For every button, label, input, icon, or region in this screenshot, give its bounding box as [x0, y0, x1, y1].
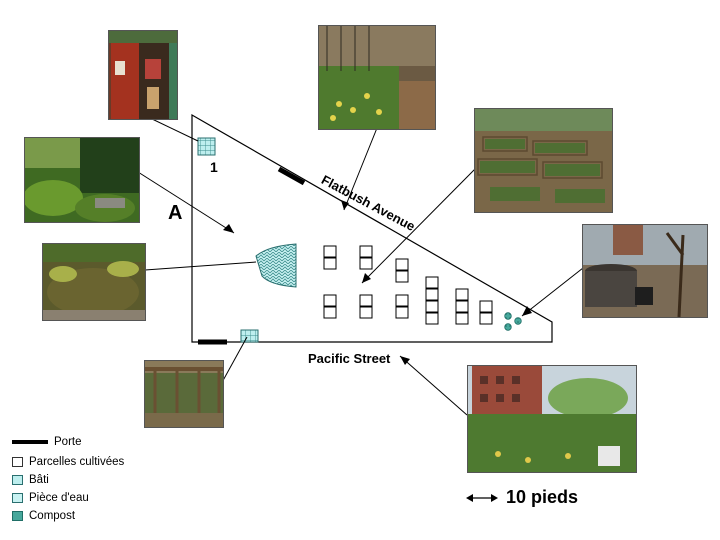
compost-bin	[514, 317, 522, 325]
plot	[425, 300, 439, 313]
entrance-label-a: A	[168, 202, 183, 224]
plot	[359, 306, 373, 319]
scale-arrow	[466, 494, 498, 502]
plot-swatch	[12, 457, 23, 467]
plot	[425, 276, 439, 289]
plot	[395, 306, 409, 319]
plot	[359, 294, 373, 307]
photo-ferns-image	[25, 138, 139, 222]
photo-daffodils	[318, 25, 436, 130]
legend-plots-label: Parcelles cultivées	[29, 456, 125, 468]
photo-garden-view	[467, 365, 637, 473]
legend-water: Pièce d'eau	[12, 492, 89, 504]
built-structure-1	[197, 137, 216, 156]
legend-compost: Compost	[12, 510, 75, 522]
legend-door: Porte	[12, 436, 82, 448]
legend-water-label: Pièce d'eau	[29, 492, 89, 504]
door-swatch	[12, 440, 48, 444]
built-structure-2	[240, 329, 259, 343]
arrowhead	[223, 224, 234, 233]
arrowhead	[522, 306, 532, 316]
plots	[323, 245, 493, 325]
arrowhead	[362, 273, 371, 283]
plot	[323, 306, 337, 319]
plot	[323, 245, 337, 258]
plot	[455, 300, 469, 313]
leader-line	[219, 336, 248, 387]
water-swatch	[12, 493, 23, 503]
leader-line	[149, 117, 199, 142]
leader-line	[521, 267, 584, 317]
photo-compost-bins	[582, 224, 708, 318]
leader-line	[361, 167, 477, 284]
compost-bin	[504, 312, 512, 320]
label-1: 1	[210, 159, 218, 175]
leader-line	[343, 127, 378, 211]
leader-lines	[137, 117, 584, 416]
photo-pergola	[144, 360, 224, 428]
photo-garden-shed	[108, 30, 178, 120]
arrowhead	[400, 356, 410, 365]
plot	[323, 294, 337, 307]
legend-plots: Parcelles cultivées	[12, 456, 124, 468]
photo-ferns	[24, 137, 140, 223]
plot	[395, 258, 409, 271]
plot	[425, 312, 439, 325]
photo-pond	[42, 243, 146, 321]
plot	[359, 257, 373, 270]
street-label-pacific: Pacific Street	[308, 351, 391, 366]
photo-raised-beds-image	[475, 109, 612, 212]
compost-group	[504, 312, 522, 331]
compost-swatch	[12, 511, 23, 521]
plot	[455, 288, 469, 301]
plot	[395, 294, 409, 307]
plot	[455, 312, 469, 325]
leader-line	[144, 261, 257, 271]
plot	[395, 270, 409, 283]
photo-pergola-image	[145, 361, 223, 427]
photo-garden-shed-image	[109, 31, 177, 119]
photo-daffodils-image	[319, 26, 435, 129]
built-swatch	[12, 475, 23, 485]
plot	[323, 257, 337, 270]
photo-compost-bins-image	[583, 225, 707, 317]
photo-garden-view-image	[468, 366, 636, 472]
legend-built-label: Bâti	[29, 474, 49, 486]
scale-label: 10 pieds	[506, 487, 579, 507]
photo-pond-image	[43, 244, 145, 320]
plot	[359, 245, 373, 258]
legend-compost-label: Compost	[29, 510, 76, 522]
arrowhead	[341, 200, 349, 210]
door-flatbush	[277, 166, 306, 186]
photo-raised-beds	[474, 108, 613, 213]
plot	[425, 288, 439, 301]
plot	[479, 312, 493, 325]
arrowheads	[223, 200, 532, 365]
leader-line	[137, 171, 235, 234]
pond	[255, 243, 297, 288]
plot	[479, 300, 493, 313]
compost-bin	[504, 323, 512, 331]
legend-door-label: Porte	[54, 436, 82, 448]
leader-line	[399, 355, 468, 416]
legend-built: Bâti	[12, 474, 49, 486]
